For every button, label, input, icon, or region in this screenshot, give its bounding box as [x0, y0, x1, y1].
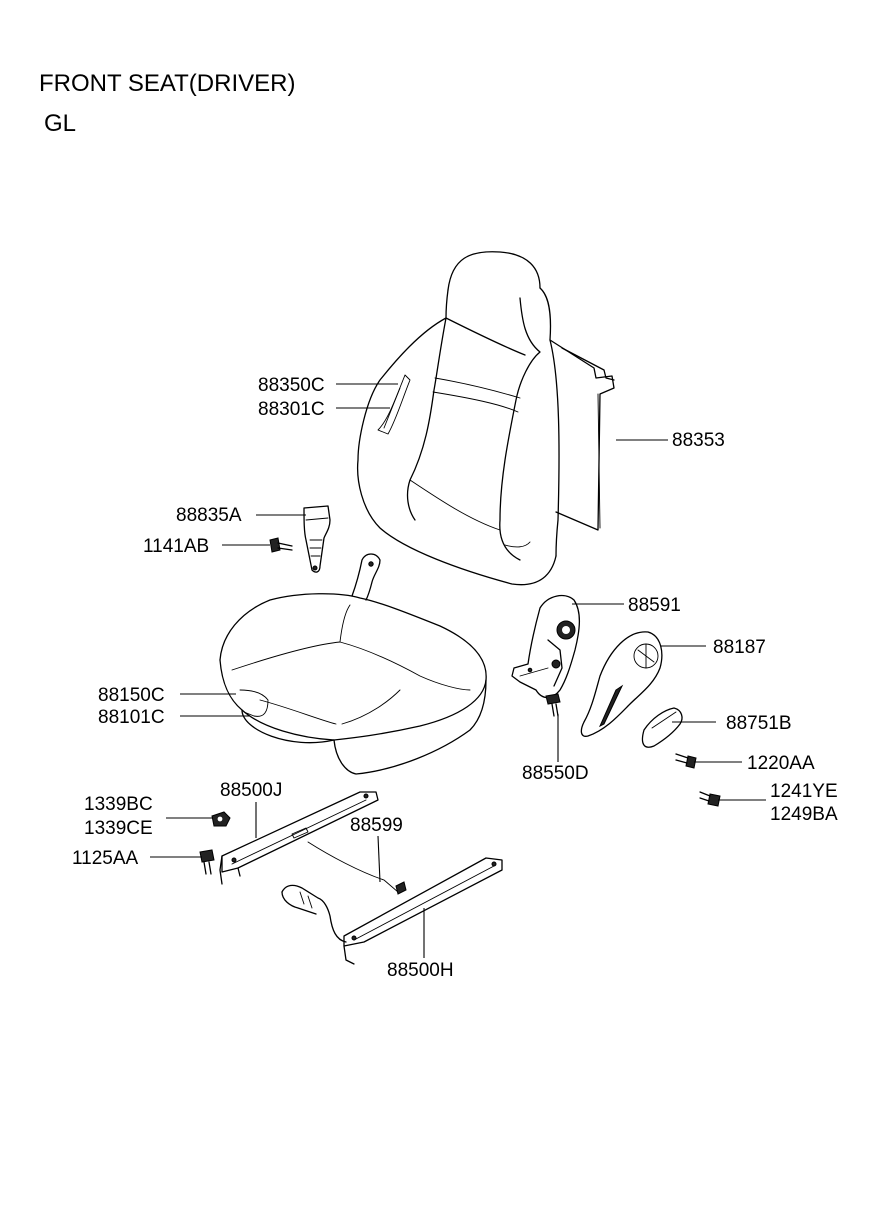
- callout-88350c: 88350C: [258, 375, 325, 396]
- seat-back-panel: [549, 339, 615, 531]
- callout-1141ab: 1141AB: [143, 536, 209, 557]
- callout-88150c: 88150C: [98, 685, 165, 706]
- callout-88301c: 88301C: [258, 399, 325, 420]
- seat-back: [356, 251, 560, 586]
- callout-88500h: 88500H: [387, 960, 454, 981]
- track-handle-and-wire: [281, 841, 407, 943]
- seat-track-inner: [219, 791, 379, 885]
- callout-88751b: 88751B: [726, 713, 792, 734]
- bolt-1141ab: [269, 537, 293, 553]
- recliner-mechanism: [511, 594, 581, 699]
- callout-1220aa: 1220AA: [747, 753, 815, 774]
- callout-1339bc: 1339BC: [84, 794, 153, 815]
- callout-88550d: 88550D: [522, 763, 589, 784]
- callout-88500j: 88500J: [220, 780, 282, 801]
- side-cover: [580, 631, 663, 737]
- callout-88591: 88591: [628, 595, 681, 616]
- callout-1241ye: 1241YE: [770, 781, 838, 802]
- callout-88599: 88599: [350, 815, 403, 836]
- seat-track-outer: [343, 857, 503, 965]
- screw-1220aa: [675, 753, 697, 769]
- leader-lines: [150, 383, 766, 958]
- callout-88353: 88353: [672, 430, 725, 451]
- bolt-88550d: [545, 693, 561, 717]
- bolt-1125aa: [199, 849, 215, 875]
- trim-variant-label: GL: [44, 110, 77, 137]
- callout-1249ba: 1249BA: [770, 804, 838, 825]
- recliner-handle: [641, 707, 683, 748]
- callout-1339ce: 1339CE: [84, 818, 153, 839]
- callout-1125aa: 1125AA: [72, 848, 139, 869]
- seat-cushion: [219, 553, 487, 775]
- page-title: FRONT SEAT(DRIVER): [39, 70, 296, 97]
- callout-88101c: 88101C: [98, 707, 165, 728]
- callout-88187: 88187: [713, 637, 766, 658]
- screw-1241ye: [699, 791, 721, 807]
- callout-88835a: 88835A: [176, 505, 242, 526]
- nut-1339bc: [211, 811, 231, 827]
- seat-belt-buckle: [303, 505, 331, 573]
